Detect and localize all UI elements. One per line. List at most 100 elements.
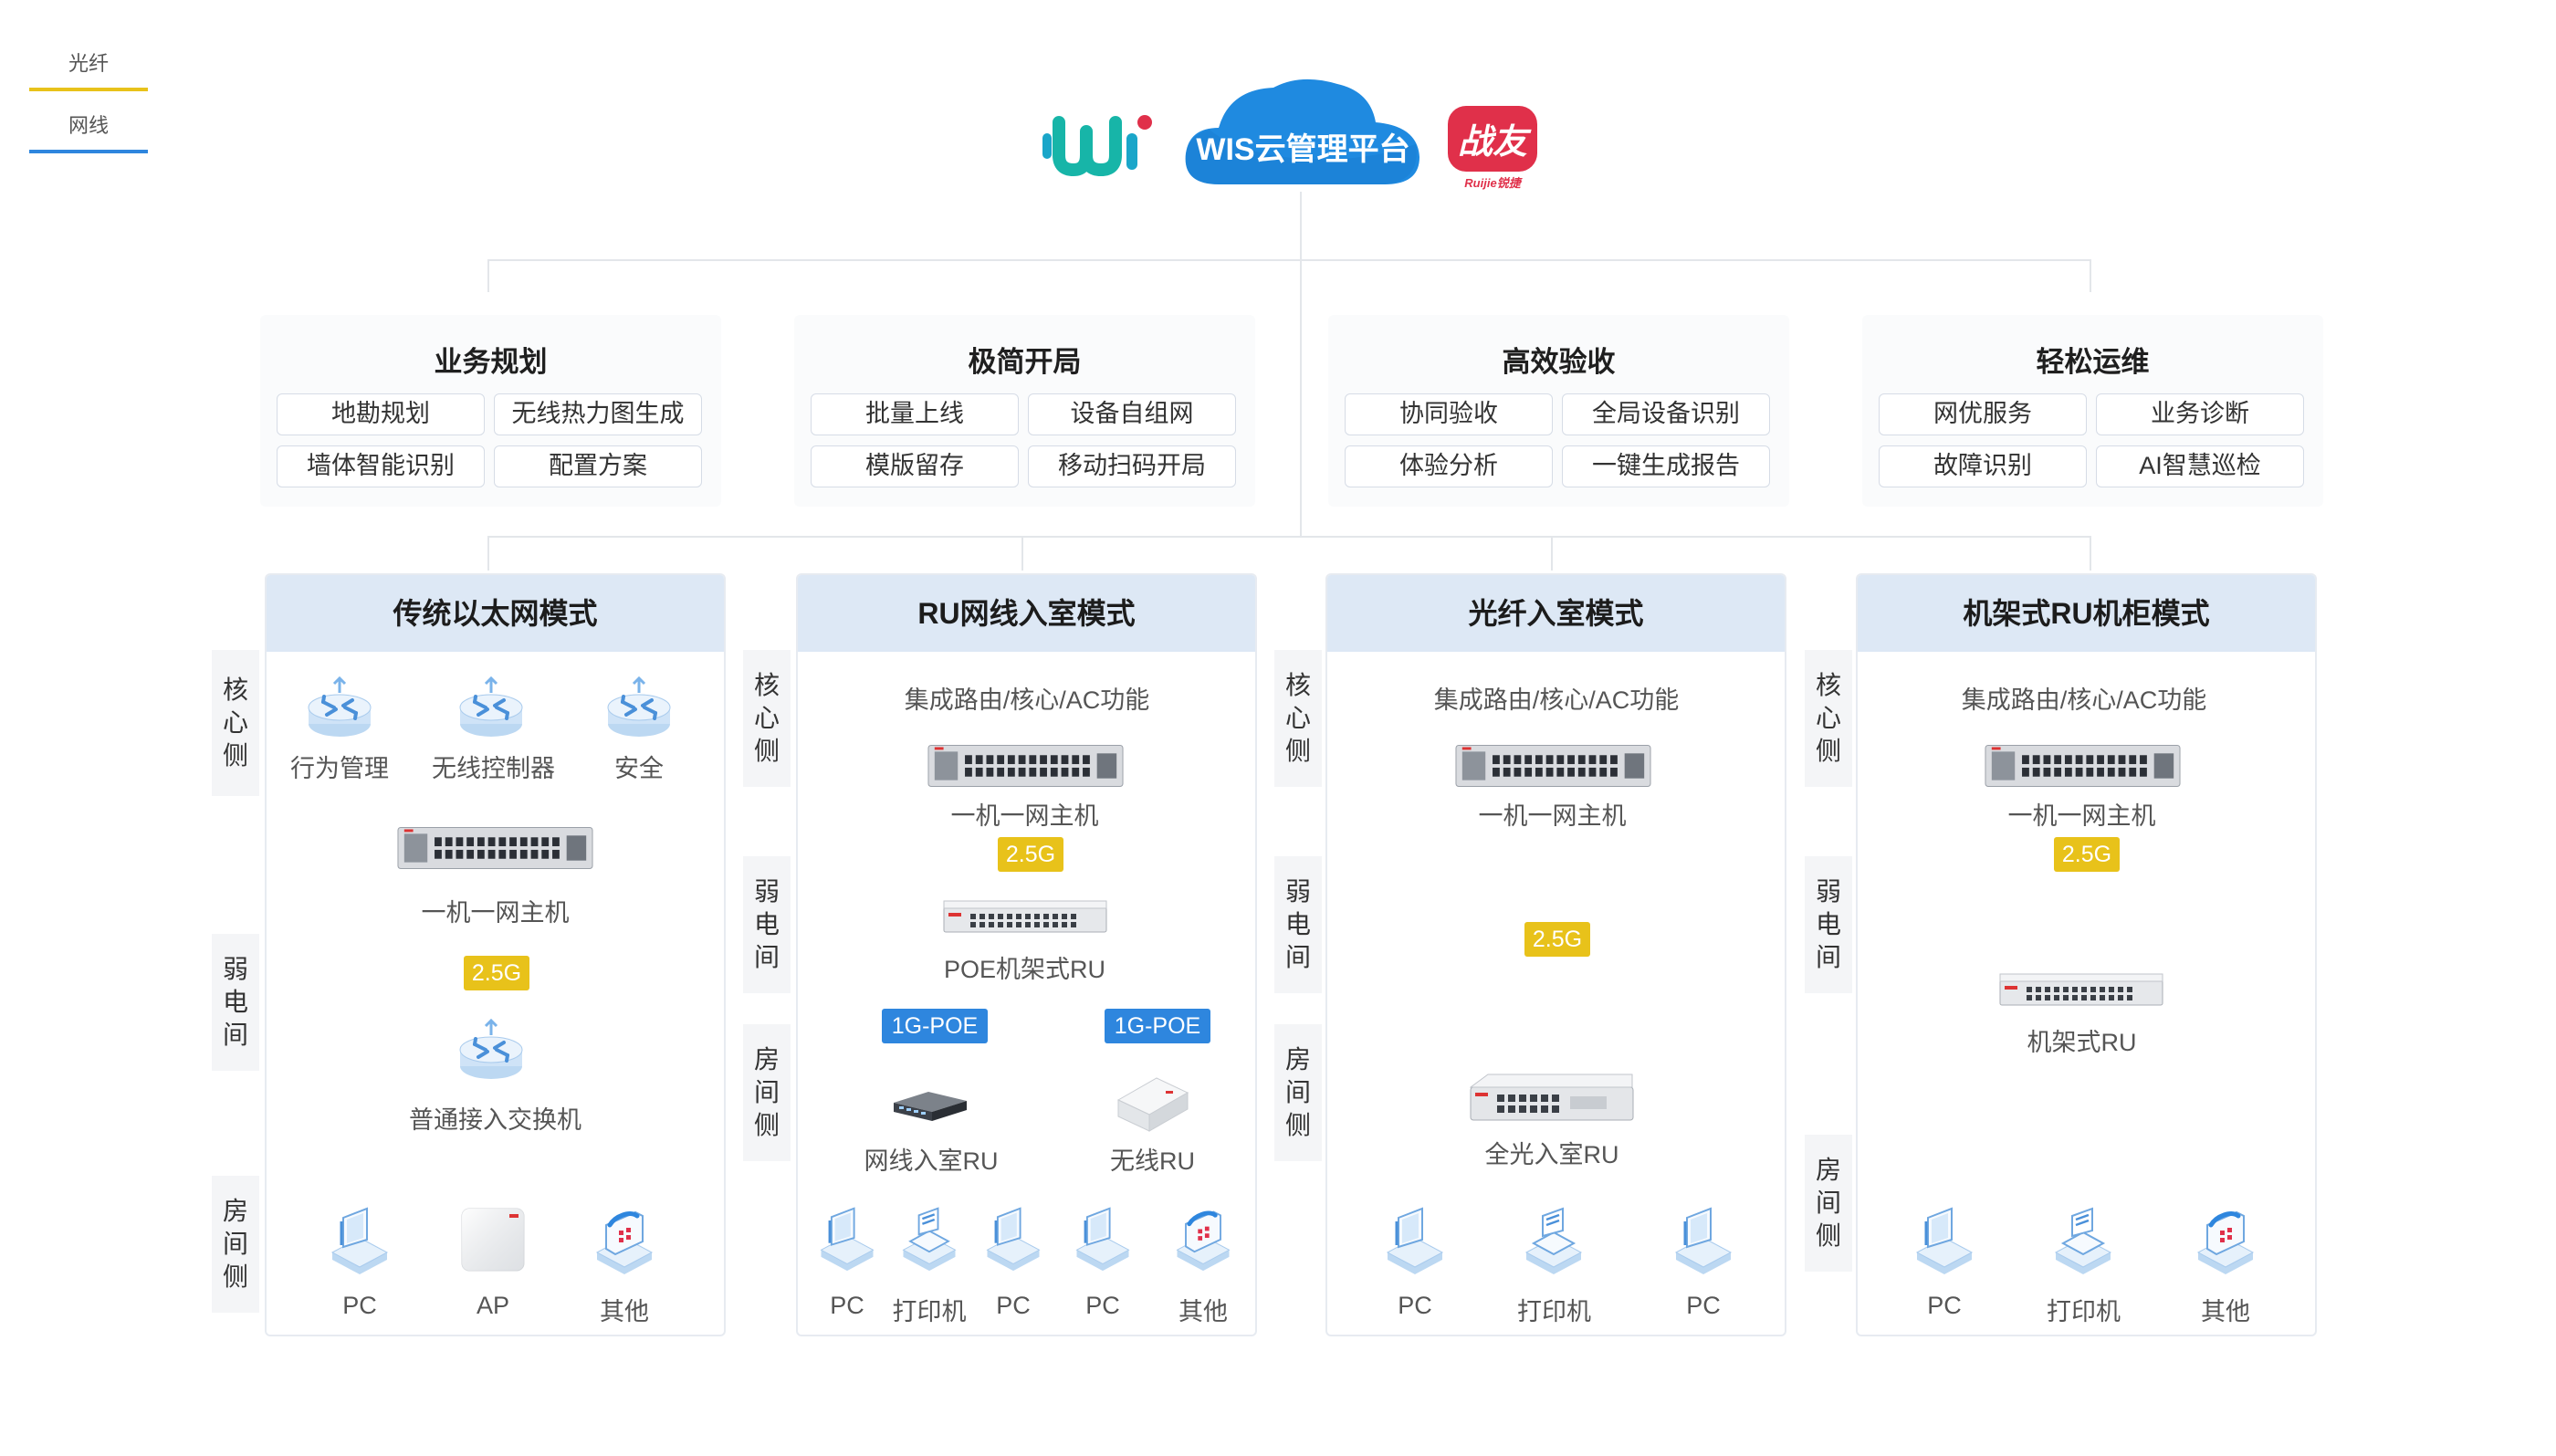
legend-fiber-label: 光纤 xyxy=(68,52,109,75)
host-label: 一机一网主机 xyxy=(2007,802,2156,830)
feature-item: 设备自组网 xyxy=(1028,393,1236,435)
phone-icon xyxy=(1168,1203,1238,1273)
endpoint-label: PC xyxy=(830,1292,864,1319)
side-label-core: 核 心 侧 xyxy=(743,650,791,787)
ruijie-logo: 战友 Ruijie锐捷 xyxy=(1442,102,1543,194)
feature-item: 协同验收 xyxy=(1345,393,1553,435)
poe-rack-ru-icon xyxy=(943,899,1107,934)
feature-item: 一键生成报告 xyxy=(1562,445,1770,487)
function-label: 集成路由/核心/AC功能 xyxy=(904,686,1150,714)
endpoint-label: PC xyxy=(996,1292,1031,1319)
switch-label: 普通接入交换机 xyxy=(409,1106,581,1134)
wireless-ru-label: 无线RU xyxy=(1110,1147,1195,1175)
feature-item: 批量上线 xyxy=(811,393,1019,435)
feature-title: 轻松运维 xyxy=(2036,346,2150,378)
phone-icon xyxy=(588,1203,661,1276)
poe-tag-right: 1G-POE xyxy=(1105,1009,1210,1043)
pc-icon xyxy=(323,1203,396,1276)
feature-title: 业务规划 xyxy=(434,346,548,378)
host-label: 一机一网主机 xyxy=(1478,802,1627,830)
pc-icon xyxy=(1068,1203,1137,1273)
wis-cloud-badge: WIS云管理平台 xyxy=(1182,71,1424,190)
pc-icon xyxy=(1378,1203,1451,1276)
endpoint-label: 其他 xyxy=(1178,1298,1228,1325)
host-device-icon xyxy=(397,826,593,870)
feature-card-quick-setup: 极简开局批量上线设备自组网模版留存移动扫码开局 xyxy=(794,315,1255,507)
rack-ru-icon xyxy=(1999,972,2163,1007)
link-speed-tag: 2.5G xyxy=(2054,837,2120,872)
side-label-room: 房 间 侧 xyxy=(1805,1135,1852,1272)
side-label-room: 房 间 侧 xyxy=(1274,1024,1322,1161)
pc-icon xyxy=(812,1203,882,1273)
legend-cable-label: 网线 xyxy=(68,114,109,137)
feature-item: 体验分析 xyxy=(1345,445,1553,487)
side-label-weak: 弱 电 间 xyxy=(212,934,259,1071)
ruijie-logo-text: 战友 xyxy=(1457,123,1527,162)
poe-tag-left: 1G-POE xyxy=(882,1009,988,1043)
mode-title: 机架式RU机柜模式 xyxy=(1858,575,2315,652)
feature-item: 网优服务 xyxy=(1879,393,2087,435)
feature-item: 模版留存 xyxy=(811,445,1019,487)
mode-card-rack-cabinet: 机架式RU机柜模式 xyxy=(1856,573,2317,1336)
device-label: 行为管理 xyxy=(290,755,389,782)
endpoint-label: PC xyxy=(1927,1292,1962,1319)
side-label-weak: 弱 电 间 xyxy=(743,856,791,993)
endpoint-label: 其他 xyxy=(2201,1298,2250,1325)
feature-title: 极简开局 xyxy=(968,346,1082,378)
cable-ru-label: 网线入室RU xyxy=(864,1147,999,1175)
side-label-room: 房 间 侧 xyxy=(743,1024,791,1161)
device-label: 安全 xyxy=(614,755,664,782)
side-label-room: 房 间 侧 xyxy=(212,1176,259,1313)
full-optical-ru-icon xyxy=(1470,1073,1634,1124)
legend-fiber-line xyxy=(29,88,148,91)
side-label-core: 核 心 侧 xyxy=(1274,650,1322,787)
link-speed-tag: 2.5G xyxy=(1524,922,1590,957)
feature-item: 移动扫码开局 xyxy=(1028,445,1236,487)
endpoint-label: PC xyxy=(342,1292,377,1319)
feature-item: 业务诊断 xyxy=(2096,393,2304,435)
endpoint-label: AP xyxy=(476,1292,510,1319)
pc-icon xyxy=(979,1203,1048,1273)
link-speed-tag: 2.5G xyxy=(464,956,529,990)
wireless-ru-icon xyxy=(1111,1073,1193,1137)
legend-cable-line xyxy=(29,150,148,153)
host-device-icon xyxy=(1985,744,2181,788)
endpoint-label: 打印机 xyxy=(1517,1298,1591,1325)
feature-item: 墙体智能识别 xyxy=(277,445,485,487)
mode-title: RU网线入室模式 xyxy=(798,575,1255,652)
device-label: 无线控制器 xyxy=(432,755,555,782)
printer-icon xyxy=(2047,1203,2120,1276)
feature-item: 无线热力图生成 xyxy=(494,393,702,435)
function-label: 集成路由/核心/AC功能 xyxy=(1961,686,2207,714)
feature-item: 故障识别 xyxy=(1879,445,2087,487)
feature-item: 地勘规划 xyxy=(277,393,485,435)
printer-icon xyxy=(895,1203,964,1273)
endpoint-label: PC xyxy=(1398,1292,1432,1319)
mode-card-ru-cable: RU网线入室模式 xyxy=(796,573,1257,1336)
side-label-weak: 弱 电 间 xyxy=(1805,856,1852,993)
access-switch-icon xyxy=(455,1013,528,1086)
endpoint-label: 其他 xyxy=(600,1298,649,1325)
feature-title: 高效验收 xyxy=(1502,346,1616,378)
feature-card-business-planning: 业务规划地勘规划无线热力图生成墙体智能识别配置方案 xyxy=(260,315,721,507)
endpoint-label: PC xyxy=(1686,1292,1721,1319)
ru-label: 全光入室RU xyxy=(1484,1141,1619,1168)
security-icon xyxy=(602,671,676,744)
rack-label: 机架式RU xyxy=(2027,1029,2137,1056)
mode-title: 光纤入室模式 xyxy=(1327,575,1785,652)
pc-icon xyxy=(1667,1203,1740,1276)
feature-item: 全局设备识别 xyxy=(1562,393,1770,435)
endpoint-label: 打印机 xyxy=(892,1298,967,1325)
host-label: 一机一网主机 xyxy=(421,899,570,927)
ap-icon xyxy=(456,1203,529,1276)
ruijie-logo-sub: Ruijie锐捷 xyxy=(1464,176,1521,190)
feature-item: 配置方案 xyxy=(494,445,702,487)
wis-logo xyxy=(1041,110,1155,183)
printer-icon xyxy=(1517,1203,1590,1276)
platform-title: WIS云管理平台 xyxy=(1196,132,1410,167)
behavior-mgmt-icon xyxy=(303,671,376,744)
host-device-icon xyxy=(927,744,1124,788)
host-label: 一机一网主机 xyxy=(950,802,1099,830)
side-label-core: 核 心 侧 xyxy=(1805,650,1852,787)
